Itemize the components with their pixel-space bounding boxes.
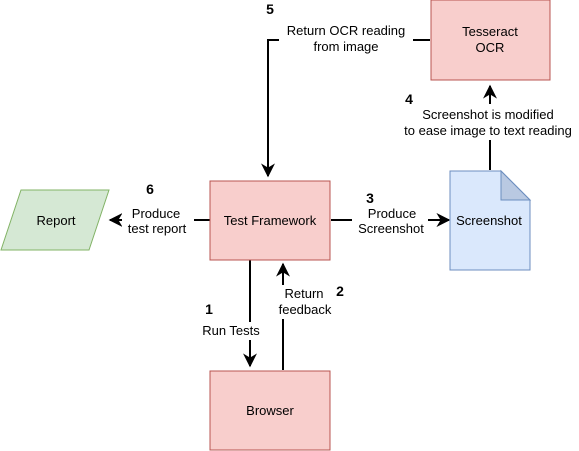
edge-3-label-line2: Screenshot	[358, 221, 424, 236]
edge-6-label-line2: test report	[128, 221, 187, 236]
tesseract-ocr-node: Tesseract OCR	[430, 0, 551, 81]
screenshot-document-node: Screenshot	[449, 169, 532, 271]
framework-label: Test Framework	[224, 213, 317, 228]
step-2-number: 2	[336, 283, 344, 299]
step-5-number: 5	[266, 1, 274, 17]
tesseract-label-line1: Tesseract	[462, 24, 518, 39]
edge-1-label: Run Tests	[202, 323, 260, 338]
edge-4-label-line2: to ease image to text reading	[404, 123, 572, 138]
step-4-number: 4	[405, 91, 413, 107]
tesseract-label-line2: OCR	[476, 40, 505, 55]
edge-4-label-line1: Screenshot is modified	[422, 107, 554, 122]
edge-2-label-line1: Return	[284, 286, 323, 301]
edge-3-label-line1: Produce	[368, 206, 416, 221]
browser-label: Browser	[246, 403, 294, 418]
report-node: Report	[0, 189, 110, 251]
edge-6-label-line1: Produce	[132, 206, 180, 221]
step-6-number: 6	[146, 181, 154, 197]
test-framework-node: Test Framework	[209, 180, 331, 261]
edge-5-label-line2: from image	[313, 39, 378, 54]
browser-node: Browser	[209, 370, 331, 451]
page-fold-icon	[500, 169, 532, 201]
step-3-number: 3	[366, 190, 374, 206]
screenshot-label: Screenshot	[456, 213, 522, 228]
edge-2-label-line2: feedback	[279, 302, 332, 317]
step-1-number: 1	[205, 301, 213, 317]
edge-5-label-line1: Return OCR reading	[287, 23, 406, 38]
report-label: Report	[36, 213, 75, 228]
